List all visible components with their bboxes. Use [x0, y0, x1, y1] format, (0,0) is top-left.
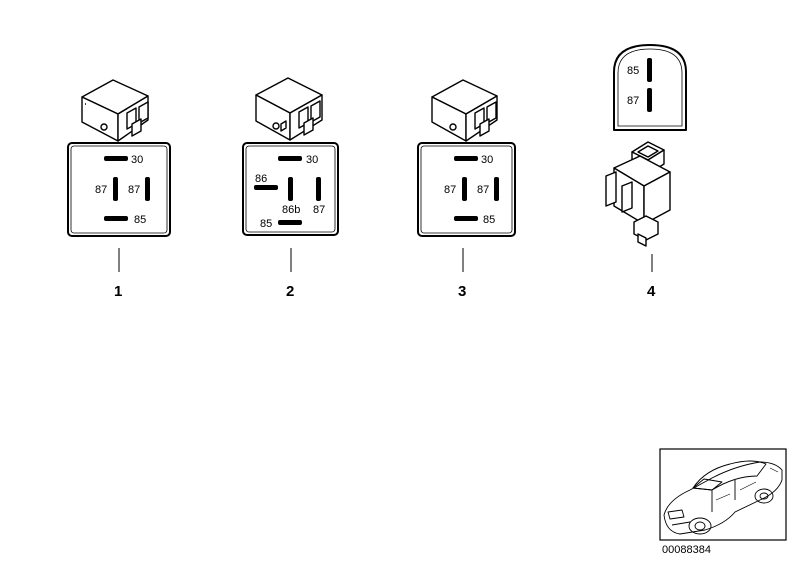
relay-4-pin-85-label: 85 [627, 65, 639, 77]
relay-1-pin-face: 30 87 87 85 [67, 142, 171, 237]
relay-3-housing-icon [431, 79, 498, 142]
relay-2-pin-86b-label: 86b [282, 204, 300, 216]
relay-3-pin-87-right-label: 87 [477, 184, 489, 196]
relay-2-pin-86-label: 86 [255, 173, 267, 185]
relay-1[interactable]: 30 87 87 85 1 [67, 79, 171, 300]
document-number: 00088384 [662, 544, 711, 556]
relay-2-pin-face: 30 86 87 86b 85 [242, 142, 339, 236]
vehicle-thumbnail[interactable] [659, 448, 787, 541]
relay-3-pin-85-label: 85 [483, 214, 495, 226]
relay-3-pin-30-label: 30 [481, 154, 493, 166]
relay-3[interactable]: 30 87 87 85 3 [417, 79, 516, 300]
relay-2-pin-85-label: 85 [260, 218, 272, 230]
relay-1-pin-85-label: 85 [134, 214, 146, 226]
relay-4-callout[interactable]: 4 [647, 283, 656, 300]
relay-3-pin-87-left-label: 87 [444, 184, 456, 196]
relay-1-pin-30-label: 30 [131, 154, 143, 166]
relay-3-callout[interactable]: 3 [458, 283, 466, 300]
relay-2-pin-87-label: 87 [313, 204, 325, 216]
relay-1-pin-87-left-label: 87 [95, 184, 107, 196]
relay-3-pin-face: 30 87 87 85 [417, 142, 516, 237]
relay-2[interactable]: 30 86 87 86b 85 2 [242, 77, 339, 300]
relay-2-callout[interactable]: 2 [286, 283, 294, 300]
relay-4-housing-icon [605, 141, 671, 247]
relay-4[interactable]: 85 87 4 [605, 44, 687, 300]
relay-1-housing-icon [81, 79, 149, 142]
relay-1-callout[interactable]: 1 [114, 283, 122, 300]
relay-2-housing-icon [255, 77, 323, 141]
car-icon [663, 460, 783, 535]
relay-4-pin-face: 85 87 [613, 44, 687, 131]
relay-2-pin-30-label: 30 [306, 154, 318, 166]
relay-1-pin-87-right-label: 87 [128, 184, 140, 196]
relay-4-pin-87-label: 87 [627, 95, 639, 107]
